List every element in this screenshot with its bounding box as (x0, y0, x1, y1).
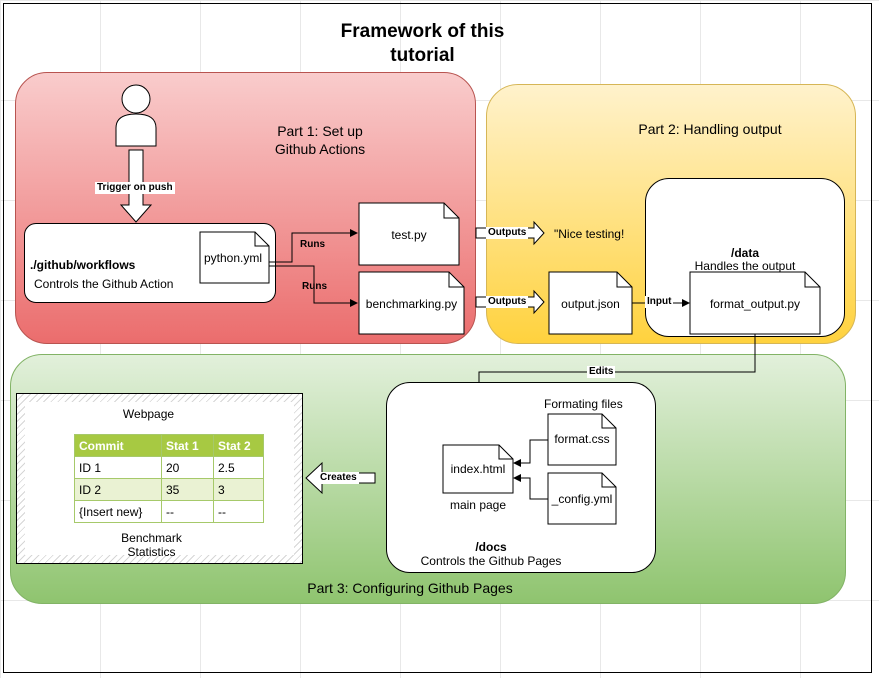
table-row: ID 1 20 2.5 (74, 456, 264, 479)
diagram-title: Framework of this tutorial (300, 20, 545, 68)
table-cell: -- (213, 500, 264, 523)
table-row: ID 2 35 3 (74, 478, 264, 501)
table-cell: 35 (161, 478, 214, 501)
edits-label: Edits (587, 366, 616, 378)
runs-label-1: Runs (300, 239, 325, 250)
format-output-py-label: format_output.py (709, 297, 801, 311)
part1-label-line1: Part 1: Set up (277, 123, 363, 139)
table-header-cell: Stat 1 (161, 434, 214, 457)
part1-label: Part 1: Set up Github Actions (250, 122, 390, 158)
benchmark-table: Commit Stat 1 Stat 2 ID 1 20 2.5 ID 2 35… (74, 434, 264, 523)
workflows-subtitle: Controls the Github Action (34, 277, 174, 291)
table-cell: ID 1 (74, 456, 162, 479)
outputs-label-2: Outputs (486, 296, 529, 308)
output-json-label: output.json (561, 297, 620, 311)
main-page-label: main page (449, 498, 507, 512)
table-cell: 2.5 (213, 456, 264, 479)
table-cell: -- (161, 500, 214, 523)
creates-label: Creates (318, 472, 359, 484)
part3-label: Part 3: Configuring Github Pages (307, 580, 513, 596)
table-cell: 20 (161, 456, 214, 479)
outputs-label-1: Outputs (486, 227, 529, 239)
table-row: {Insert new} -- -- (74, 500, 264, 523)
python-yml-label: python.yml (203, 251, 263, 265)
test-py-label: test.py (391, 228, 427, 242)
config-yml-label: _config.yml (551, 492, 613, 506)
table-cell: 3 (213, 478, 264, 501)
part1-label-line2: Github Actions (274, 141, 366, 157)
trigger-on-push-label: Trigger on push (95, 182, 175, 194)
input-label: Input (645, 296, 674, 308)
format-css-label: format.css (554, 432, 610, 446)
title-line-2: tutorial (390, 45, 455, 66)
table-cell: {Insert new} (74, 500, 162, 523)
docs-folder-title: /docs (475, 540, 507, 554)
workflows-title: ./github/workflows (30, 258, 136, 272)
table-header-cell: Commit (74, 434, 162, 457)
diagram-frame (3, 3, 872, 673)
index-html-label: index.html (450, 462, 506, 476)
part2-label: Part 2: Handling output (638, 121, 782, 137)
table-cell: ID 2 (74, 478, 162, 501)
runs-label-2: Runs (302, 281, 327, 292)
title-line-1: Framework of this (340, 21, 505, 42)
table-header-row: Commit Stat 1 Stat 2 (74, 434, 264, 457)
formatting-files-label: Formating files (544, 397, 623, 411)
docs-folder-subtitle: Controls the Github Pages (420, 554, 562, 568)
webpage-caption-line1: Benchmark (121, 531, 182, 545)
nice-testing-text: "Nice testing! (554, 227, 625, 241)
table-header-cell: Stat 2 (213, 434, 264, 457)
benchmarking-py-label: benchmarking.py (365, 297, 458, 311)
webpage-title: Webpage (122, 407, 175, 421)
webpage-caption-line2: Statistics (127, 545, 176, 559)
webpage-caption: Benchmark Statistics (74, 531, 229, 559)
data-folder-title: /data (730, 246, 759, 260)
data-folder-subtitle: Handles the output (694, 259, 796, 273)
